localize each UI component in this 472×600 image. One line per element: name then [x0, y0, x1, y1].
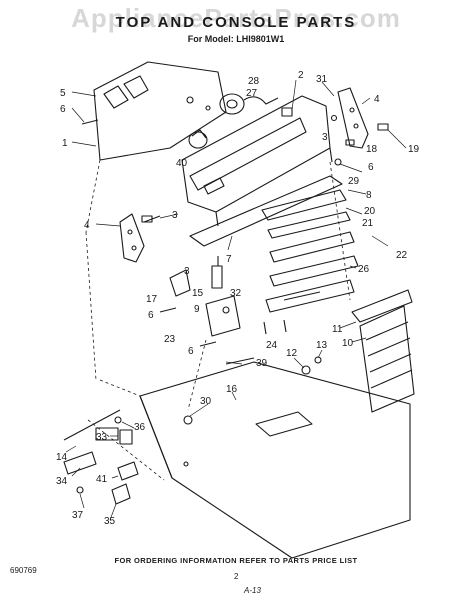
callout-3c: 3: [184, 266, 190, 277]
callout-3b: 3: [322, 132, 328, 143]
rear-console-panel: [93, 61, 227, 161]
callout-28: 28: [248, 76, 260, 87]
callout-22: 22: [396, 250, 408, 261]
callout-5: 5: [60, 88, 66, 99]
callout-36: 36: [134, 422, 146, 433]
switch-brackets: [169, 256, 241, 337]
callout-9: 9: [194, 304, 200, 315]
callout-31: 31: [316, 74, 328, 85]
callout-11: 11: [332, 324, 343, 335]
callout-6d: 6: [188, 346, 194, 357]
assembly-leader-lines: [85, 159, 351, 481]
callout-27: 27: [246, 88, 258, 99]
callout-29: 29: [348, 176, 360, 187]
document-number: 690769: [10, 566, 37, 575]
diagram-title: TOP AND CONSOLE PARTS: [115, 14, 357, 31]
callout-19: 19: [408, 144, 420, 155]
callout-3a: 3: [172, 210, 178, 221]
callout-labels: 1 2 3 3 3 4 4 5 6 6 6 6 7 8 9 10 11 12 1…: [56, 70, 420, 527]
callout-24: 24: [266, 340, 278, 351]
callout-26: 26: [358, 264, 370, 275]
left-end-cap: [119, 213, 153, 263]
timer-assembly: [188, 93, 293, 149]
fasteners: [81, 119, 322, 425]
handwritten-mark: A-13: [244, 586, 261, 595]
callout-16: 16: [226, 384, 238, 395]
callout-12: 12: [286, 348, 298, 359]
console-housing: [181, 95, 333, 227]
callout-37: 37: [72, 510, 84, 521]
callout-30: 30: [200, 396, 212, 407]
callout-4b: 4: [84, 220, 90, 231]
callout-7: 7: [226, 254, 232, 265]
page-number: 2: [234, 572, 239, 581]
callout-6a: 6: [60, 104, 66, 115]
callout-8: 8: [366, 190, 372, 201]
model-line: For Model: LHI9801W1: [187, 34, 285, 44]
callout-23: 23: [164, 334, 176, 345]
callout-leaders: [65, 79, 407, 521]
callout-4a: 4: [374, 94, 380, 105]
callout-34: 34: [56, 476, 68, 487]
callout-2: 2: [298, 70, 304, 81]
callout-33: 33: [96, 432, 108, 443]
right-end-cap: [330, 87, 389, 166]
small-parts-group: [63, 409, 139, 505]
callout-21: 21: [362, 218, 374, 229]
control-panel-stack: [189, 175, 359, 313]
callout-39: 39: [256, 358, 268, 369]
lint-filter: [351, 289, 415, 413]
callout-14: 14: [56, 452, 68, 463]
callout-6c: 6: [148, 310, 154, 321]
callout-1: 1: [62, 138, 68, 149]
callout-6b: 6: [368, 162, 374, 173]
callout-41: 41: [96, 474, 108, 485]
callout-13: 13: [316, 340, 328, 351]
callout-18: 18: [366, 144, 378, 155]
dryer-top-panel: [139, 361, 411, 559]
callout-20: 20: [364, 206, 376, 217]
callout-17: 17: [146, 294, 158, 305]
callout-15: 15: [192, 288, 204, 299]
callout-40: 40: [176, 158, 188, 169]
callout-35: 35: [104, 516, 116, 527]
callout-10: 10: [342, 338, 354, 349]
callout-32: 32: [230, 288, 242, 299]
ordering-note: FOR ORDERING INFORMATION REFER TO PARTS …: [114, 556, 358, 565]
